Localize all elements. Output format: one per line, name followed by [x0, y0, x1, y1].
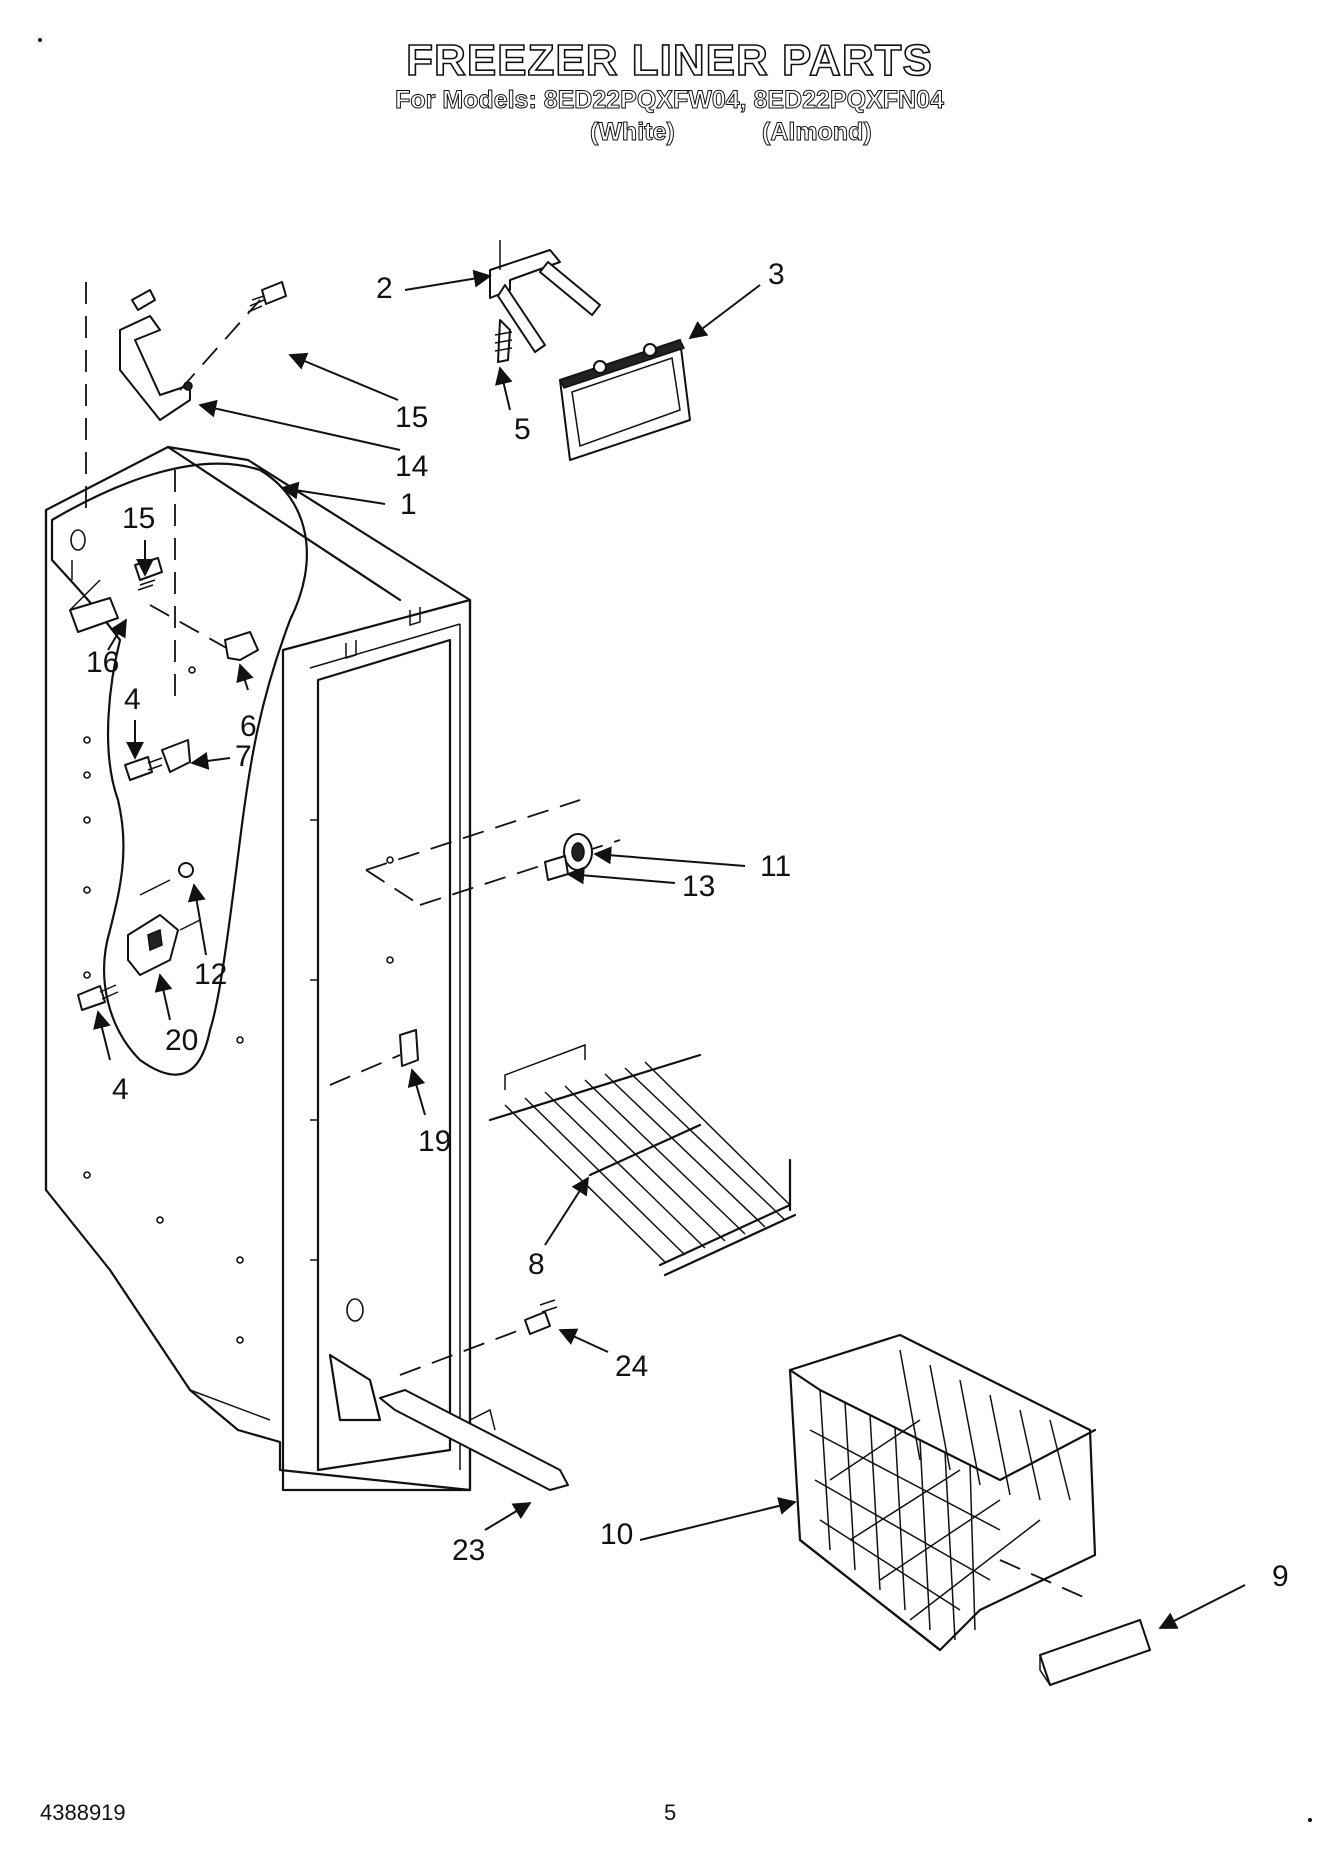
callout-1: 1 — [400, 488, 417, 521]
page-title: FREEZER LINER PARTS — [405, 35, 933, 86]
screw-part-13 — [544, 855, 569, 881]
callout-20: 20 — [165, 1024, 199, 1057]
bracket-part-14 — [119, 289, 193, 421]
callout-15-top: 15 — [395, 401, 429, 434]
callout-7: 7 — [235, 740, 252, 773]
panel-part-9 — [1039, 1619, 1151, 1686]
callout-4-upper: 4 — [124, 683, 141, 716]
clip-part-7 — [161, 739, 191, 773]
knob-part-11 — [563, 833, 593, 871]
screw-part-12 — [139, 862, 194, 896]
callout-9: 9 — [1272, 1560, 1289, 1593]
callout-15-side: 15 — [122, 502, 156, 535]
variant-white-label: (White) — [590, 118, 676, 147]
screw-part-15-side — [134, 557, 163, 591]
callout-3: 3 — [768, 258, 785, 291]
screw-part-4-lower — [77, 984, 119, 1011]
switch-part-19 — [329, 1029, 419, 1086]
panel-part-3 — [558, 339, 691, 461]
callout-16: 16 — [86, 646, 120, 679]
variant-almond-label: (Almond) — [762, 118, 873, 147]
callout-2: 2 — [376, 272, 393, 305]
callout-19: 19 — [418, 1125, 452, 1158]
callout-5: 5 — [514, 413, 531, 446]
screw-part-5 — [494, 319, 513, 363]
page-number: 5 — [664, 1800, 677, 1825]
models-line: For Models: 8ED22PQXFW04, 8ED22PQXFN04 — [395, 86, 945, 115]
callout-24: 24 — [615, 1350, 649, 1383]
screw-part-4-upper — [124, 756, 163, 781]
callout-10: 10 — [600, 1518, 634, 1551]
screw-part-24 — [399, 1299, 558, 1376]
callout-11: 11 — [760, 850, 792, 883]
callout-4-lower: 4 — [112, 1073, 129, 1106]
bracket-part-2 — [489, 240, 601, 353]
document-number: 4388919 — [40, 1800, 126, 1825]
clip-part-6 — [224, 631, 259, 661]
rail-part-23 — [379, 1389, 569, 1491]
callout-23: 23 — [452, 1534, 486, 1567]
callout-6: 6 — [240, 710, 257, 743]
clip-part-16 — [69, 579, 119, 633]
callout-8: 8 — [528, 1248, 545, 1281]
callout-12: 12 — [194, 958, 228, 991]
basket-part-10 — [788, 1333, 1097, 1652]
wire-shelf-part-8 — [488, 1043, 797, 1277]
holder-part-20 — [127, 914, 201, 976]
freezer-liner-part-1 — [44, 282, 472, 1492]
callout-14: 14 — [395, 450, 429, 483]
callout-13: 13 — [682, 870, 716, 903]
